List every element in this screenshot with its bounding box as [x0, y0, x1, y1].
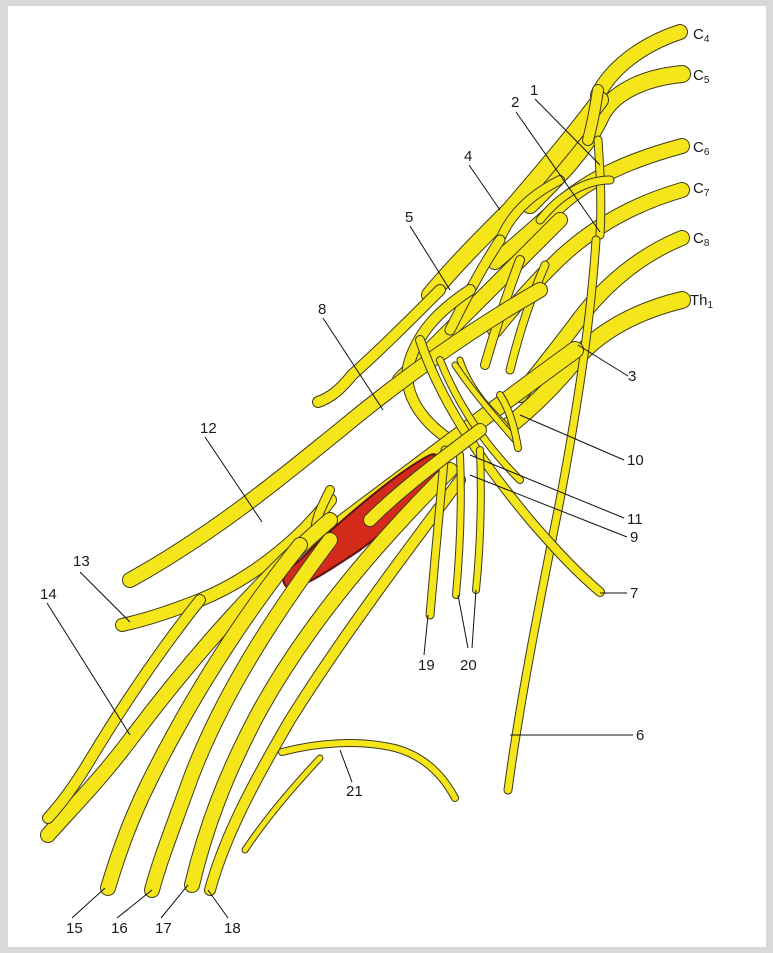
label-9: 9: [630, 529, 638, 546]
leader-line-18: [208, 890, 228, 918]
leader-line-4: [469, 165, 500, 210]
leader-line-21: [472, 590, 476, 648]
root-label-c8: C8: [693, 230, 710, 249]
label-4: 4: [464, 148, 472, 165]
nerve-14b: [48, 600, 200, 818]
label-6: 6: [636, 727, 644, 744]
leader-line-5: [410, 226, 450, 290]
leader-line-22: [340, 750, 352, 782]
leader-line-15: [72, 888, 105, 918]
leader-line-9: [470, 475, 627, 537]
root-label-th1: Th1: [690, 292, 714, 311]
label-2: 2: [511, 94, 519, 111]
root-label-c7: C7: [693, 180, 710, 199]
label-13: 13: [73, 553, 90, 570]
root-label-c6: C6: [693, 139, 710, 158]
label-10: 10: [627, 452, 644, 469]
label-3: 3: [628, 368, 636, 385]
leader-line-11: [470, 455, 624, 518]
label-20: 20: [460, 657, 477, 674]
label-17: 17: [155, 920, 172, 937]
label-21: 21: [346, 783, 363, 800]
root-label-c4: C4: [693, 26, 710, 45]
label-7: 7: [630, 585, 638, 602]
label-19: 19: [418, 657, 435, 674]
label-5: 5: [405, 209, 413, 226]
label-11: 11: [627, 511, 643, 528]
leader-line-19: [424, 615, 428, 655]
root-label-c5: C5: [693, 67, 710, 86]
label-15: 15: [66, 920, 83, 937]
label-14: 14: [40, 586, 57, 603]
label-8: 8: [318, 301, 326, 318]
label-1: 1: [530, 82, 538, 99]
leader-line-16: [117, 890, 152, 918]
leader-line-17: [161, 885, 188, 918]
label-18: 18: [224, 920, 241, 937]
leader-line-20: [458, 595, 468, 648]
label-12: 12: [200, 420, 217, 437]
phrenic-branch-1: [598, 140, 601, 235]
label-16: 16: [111, 920, 128, 937]
